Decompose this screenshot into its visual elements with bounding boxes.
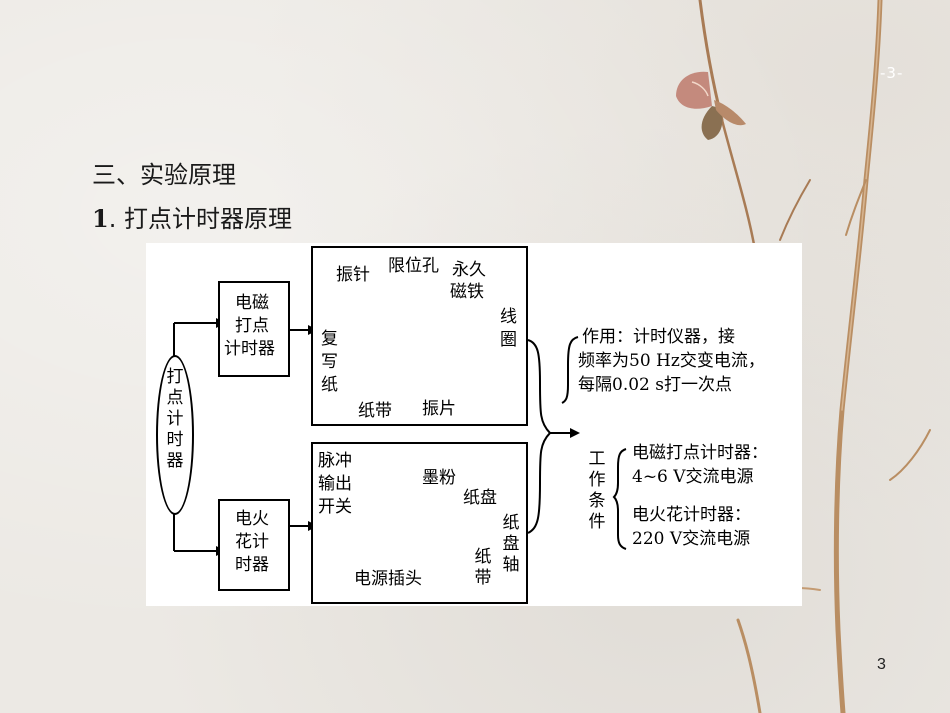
label-switch-1: 脉冲 — [318, 451, 352, 471]
timer-principle-diagram: 打点计时器 电磁 打点 计时器 电火 花计 时器 振针 限位孔 永久 磁铁 线 … — [146, 243, 802, 606]
function-line-2: 频率为50 Hz交变电流， — [578, 351, 765, 371]
label-carbon-3: 纸 — [321, 375, 338, 395]
em-timer-line-2: 打点 — [235, 316, 269, 336]
function-line-3: 每隔0.02 s打一次点 — [578, 375, 732, 395]
label-needle: 振针 — [336, 265, 370, 285]
em-device-box — [311, 246, 528, 426]
label-axis: 纸盘轴 — [502, 513, 520, 575]
condition-line-3: 电火花计时器： — [632, 505, 751, 525]
label-tape: 纸带 — [358, 401, 392, 421]
spark-timer-box — [218, 499, 290, 591]
label-magnet-2: 磁铁 — [450, 282, 484, 302]
label-ink: 墨粉 — [422, 468, 456, 488]
timer-root-label: 打点计时器 — [166, 367, 184, 471]
label-switch-2: 输出 — [318, 474, 352, 494]
subsection-heading: 1. 打点计时器原理 — [92, 199, 292, 234]
spark-timer-line-3: 时器 — [235, 555, 269, 575]
label-spark-tape: 纸带 — [474, 547, 492, 588]
spark-timer-line-1: 电火 — [235, 509, 269, 529]
label-magnet-1: 永久 — [452, 260, 486, 280]
conditions-label: 工作条件 — [588, 449, 606, 532]
label-coil-2: 圈 — [500, 330, 517, 350]
page-number: 3 — [877, 656, 886, 673]
em-timer-line-1: 电磁 — [235, 293, 269, 313]
section-heading: 三、实验原理 — [92, 161, 236, 189]
spark-timer-line-2: 花计 — [235, 532, 269, 552]
em-timer-box — [218, 281, 290, 377]
label-coil-1: 线 — [500, 307, 517, 327]
condition-line-2: 4~6 V交流电源 — [632, 467, 754, 487]
em-timer-line-3: 计时器 — [224, 339, 275, 359]
label-carbon-1: 复 — [321, 329, 338, 349]
label-vibrator: 振片 — [422, 399, 456, 419]
timer-root-oval — [156, 355, 194, 515]
label-switch-3: 开关 — [318, 497, 352, 517]
label-plug: 电源插头 — [354, 569, 422, 589]
condition-line-1: 电磁打点计时器： — [632, 443, 768, 463]
subsection-title: . 打点计时器原理 — [108, 205, 292, 233]
function-line-1: 作用：计时仪器，接 — [582, 327, 735, 347]
spark-device-box — [311, 442, 528, 604]
condition-line-4: 220 V交流电源 — [632, 529, 751, 549]
subsection-number: 1 — [92, 204, 109, 233]
label-carbon-2: 写 — [321, 352, 338, 372]
corner-slide-number: -3- — [880, 64, 904, 82]
butterfly-icon — [676, 71, 746, 140]
label-limit-hole: 限位孔 — [388, 256, 439, 276]
label-disc: 纸盘 — [463, 488, 497, 508]
